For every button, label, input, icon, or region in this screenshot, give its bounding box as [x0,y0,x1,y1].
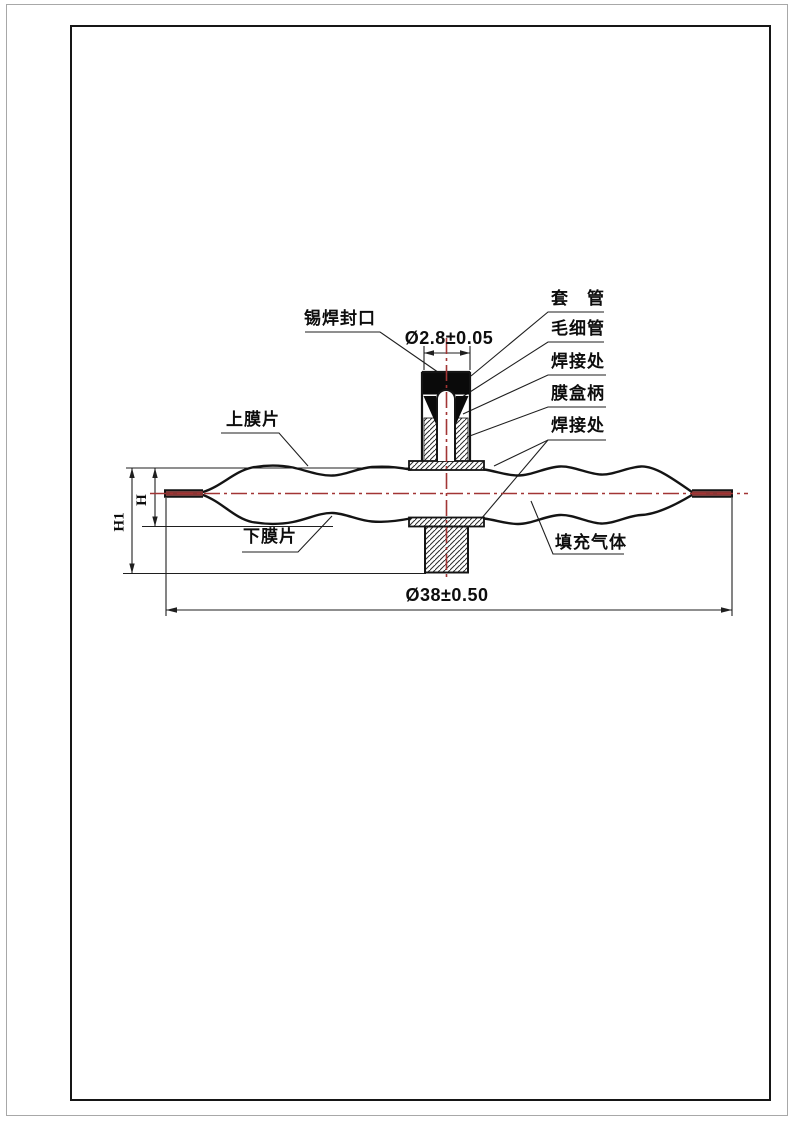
upper-diaphragm-right [482,465,694,494]
leader-weld-bottom-a [493,439,606,467]
sleeve-label: 套 管 [551,289,605,309]
dimension-arrows [129,350,732,613]
sleeve-wall-right [455,417,469,462]
capsule-stem-label: 膜盒柄 [551,384,605,404]
lower-diaphragm-right [482,493,694,526]
leader-capillary [458,341,604,400]
capsule-diameter-dimension: Ø38±0.50 [405,585,489,605]
arrow-stem-right [460,350,470,356]
leader-weld-bottom-b [480,439,549,520]
arrow-stem-left [424,350,434,356]
leader-capsule-stem [466,406,606,438]
lower-diaphragm-label: 下膜片 [243,527,297,547]
leader-lower-diaphragm [242,515,333,553]
arrow-h-top [152,468,158,478]
arrow-h1-bottom [129,563,135,574]
stem-diameter-dimension: Ø2.8±0.05 [404,328,494,348]
fill-gas-label: 填充气体 [555,533,627,553]
arrow-capsule-right [721,607,732,613]
lower-diaphragm-left [201,493,412,526]
solder-seal-label: 锡焊封口 [304,309,376,329]
drawing-frame-border [70,25,771,1101]
leader-weld-top [462,374,606,415]
leader-lines [221,311,624,555]
arrow-capsule-left [166,607,177,613]
centerlines [150,338,748,580]
capsule-section [201,464,694,526]
leader-solder-seal [305,331,446,378]
capillary-label: 毛细管 [551,319,605,339]
height-h1-dimension: H1 [111,512,128,532]
upper-diaphragm-left [201,464,412,494]
weld-fillet-right [456,396,469,424]
weld-fillet-left [423,396,436,424]
arrow-h1-top [129,468,135,478]
height-h-dimension: H [134,494,150,506]
leader-sleeve [470,311,604,377]
arrow-h-bottom [152,516,158,527]
upper-diaphragm-label: 上膜片 [226,410,280,430]
weld-bottom-label: 焊接处 [551,416,605,436]
sheet-outer-border [6,4,788,1116]
sleeve-wall-left [423,417,437,462]
leader-upper-diaphragm [221,432,309,467]
weld-top-label: 焊接处 [551,352,605,372]
